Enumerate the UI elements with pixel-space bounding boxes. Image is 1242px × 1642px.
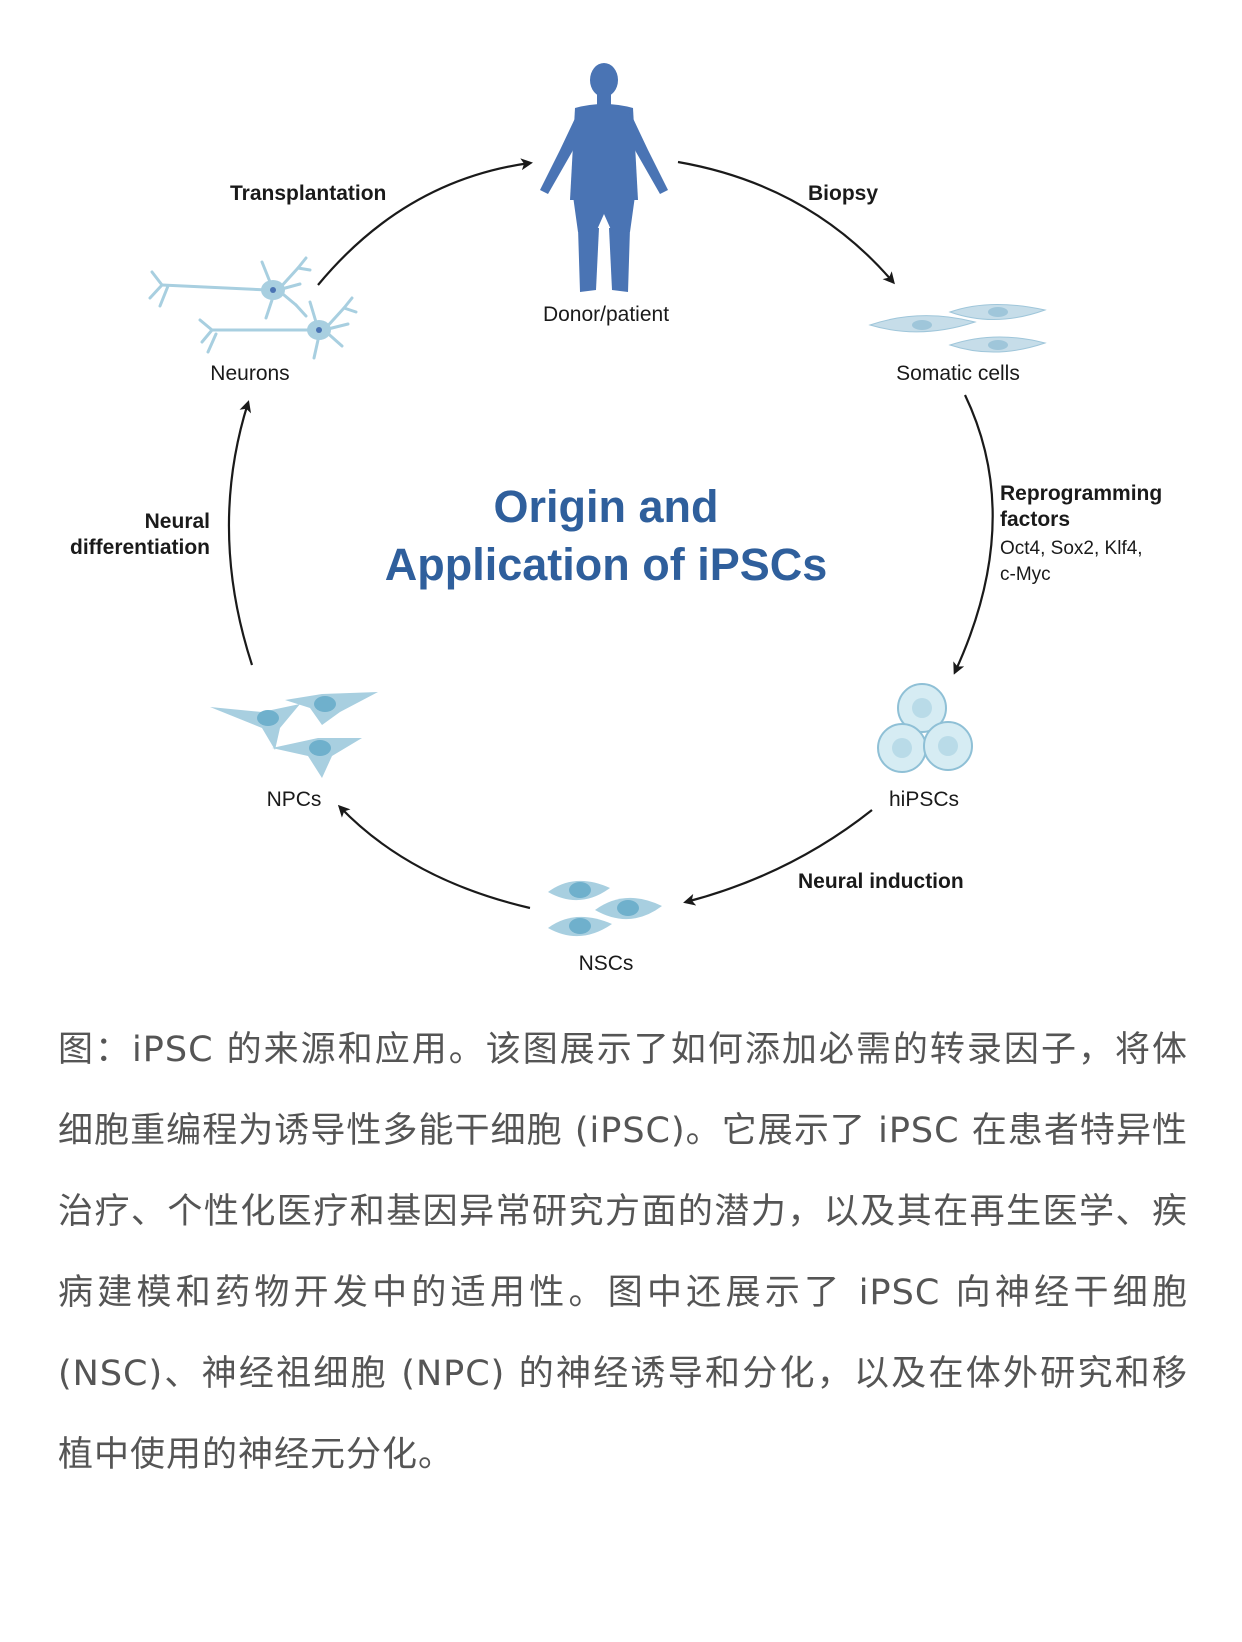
label-neural-induction: Neural induction xyxy=(798,870,964,893)
label-reprogramming: Reprogramming xyxy=(1000,482,1162,505)
arrow-neural-differentiation xyxy=(227,400,254,666)
diagram-title-line-1: Origin and xyxy=(494,481,719,532)
label-differentiation: differentiation xyxy=(70,536,210,559)
label-donor-patient: Donor/patient xyxy=(543,303,669,326)
label-npcs: NPCs xyxy=(267,788,322,811)
label-factors: factors xyxy=(1000,508,1070,531)
nscs-icon xyxy=(548,880,662,937)
human-figure-icon xyxy=(540,63,668,292)
neurons-icon xyxy=(148,256,358,360)
label-nscs: NSCs xyxy=(579,952,634,975)
arrow-reprogramming xyxy=(953,394,994,675)
arrow-neural-induction xyxy=(683,809,873,906)
label-transplantation: Transplantation xyxy=(230,182,386,205)
diagram-title-line-2: Application of iPSCs xyxy=(385,539,828,590)
figure-caption: 图：iPSC 的来源和应用。该图展示了如何添加必需的转录因子，将体细胞重编程为诱… xyxy=(58,1030,1188,1475)
label-neurons: Neurons xyxy=(210,362,289,385)
hipscs-icon xyxy=(877,683,973,773)
npcs-icon xyxy=(210,692,378,778)
label-factors-list-2: c-Myc xyxy=(1000,564,1051,585)
label-factors-list-1: Oct4, Sox2, Klf4, xyxy=(1000,538,1143,559)
ipsc-cycle-diagram: Donor/patient Somatic cells hiPSCs NSCs xyxy=(70,63,1162,975)
arrow-to-npcs xyxy=(337,804,531,910)
label-biopsy: Biopsy xyxy=(808,182,878,205)
arrow-transplantation xyxy=(317,158,533,286)
somatic-cells-icon xyxy=(868,304,1047,353)
label-somatic-cells: Somatic cells xyxy=(896,362,1020,385)
label-hipscs: hiPSCs xyxy=(889,788,959,811)
arrow-biopsy xyxy=(677,160,895,285)
label-neural: Neural xyxy=(145,510,210,533)
